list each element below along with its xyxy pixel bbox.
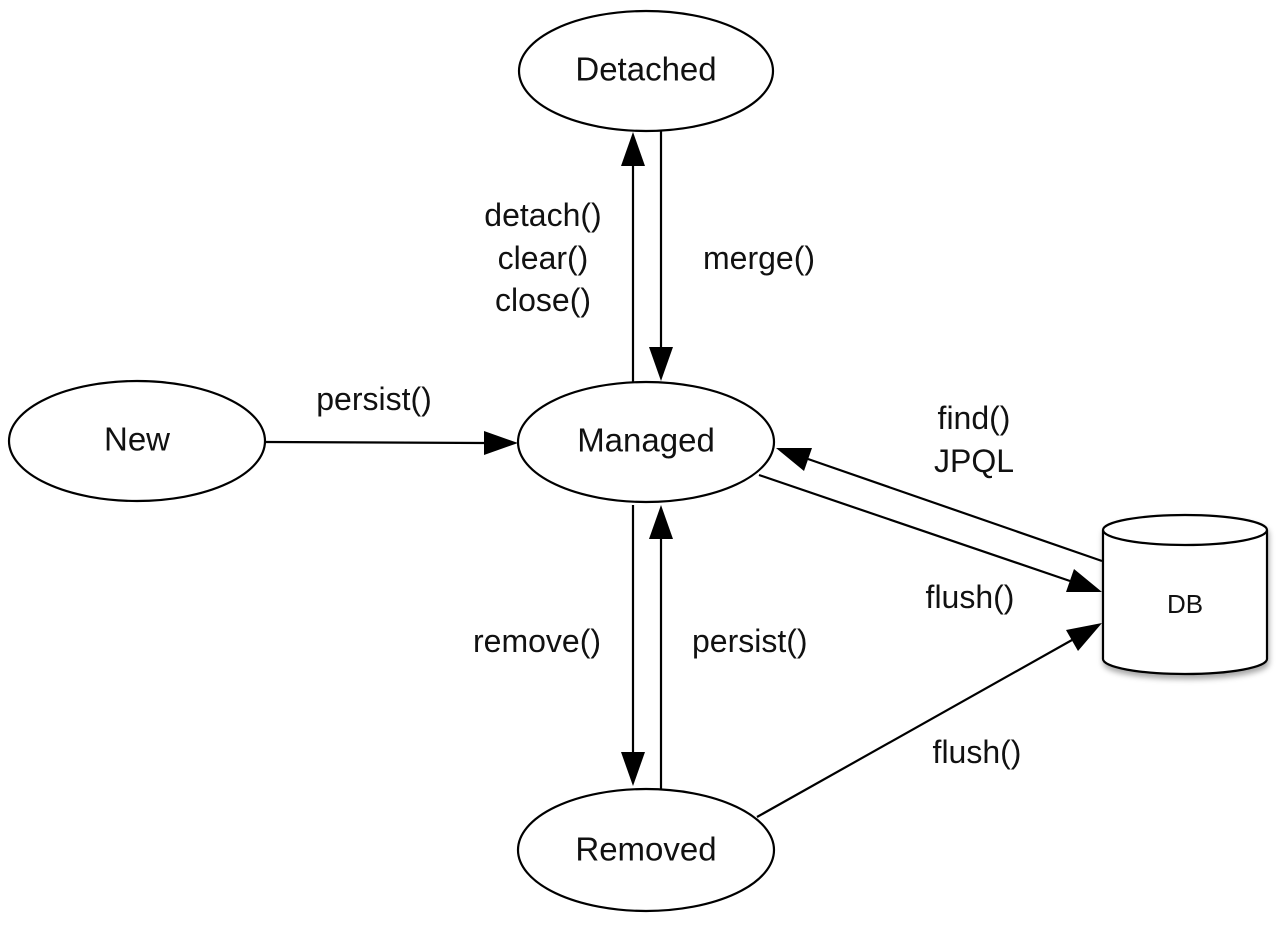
- label-jpql: JPQL: [934, 443, 1014, 479]
- node-removed: Removed: [516, 787, 776, 913]
- node-db: [1101, 513, 1269, 676]
- node-managed-label: Managed: [577, 422, 715, 459]
- node-new: New: [7, 379, 267, 503]
- arrowhead: [649, 505, 673, 539]
- label-flush-managed: flush(): [926, 579, 1015, 615]
- label-persist-new: persist(): [316, 381, 432, 417]
- edge-db-to-managed: [776, 448, 1103, 563]
- label-merge: merge(): [703, 240, 815, 276]
- node-detached-label: Detached: [575, 51, 716, 88]
- edge-managed-to-detached: [621, 132, 645, 382]
- label-persist-removed: persist(): [692, 623, 808, 659]
- edge-new-to-managed: [265, 431, 518, 455]
- node-db-label: DB: [1167, 589, 1203, 619]
- arrowhead: [1066, 623, 1102, 651]
- edge-managed-to-db: [758, 473, 1102, 592]
- arrowhead: [649, 347, 673, 381]
- label-find: find(): [938, 400, 1011, 436]
- label-close: close(): [495, 282, 591, 318]
- arrowhead: [776, 448, 812, 471]
- arrowhead: [621, 132, 645, 166]
- arrowhead: [1066, 569, 1102, 592]
- node-removed-label: Removed: [575, 831, 716, 868]
- edge-removed-to-managed: [649, 505, 673, 789]
- arrowhead: [621, 752, 645, 786]
- edge-removed-to-db: [756, 623, 1102, 818]
- edge-detached-to-managed: [649, 127, 673, 381]
- label-detach: detach(): [484, 197, 601, 233]
- node-detached: Detached: [517, 9, 775, 133]
- label-remove: remove(): [473, 623, 601, 659]
- arrowhead: [484, 431, 518, 455]
- label-clear: clear(): [498, 240, 589, 276]
- node-new-label: New: [104, 421, 170, 458]
- db-cylinder-body: [1101, 513, 1269, 676]
- edge-managed-to-removed: [621, 505, 645, 786]
- label-flush-removed: flush(): [933, 734, 1022, 770]
- db-cylinder-rim: [1101, 529, 1269, 547]
- node-managed: Managed: [516, 380, 776, 504]
